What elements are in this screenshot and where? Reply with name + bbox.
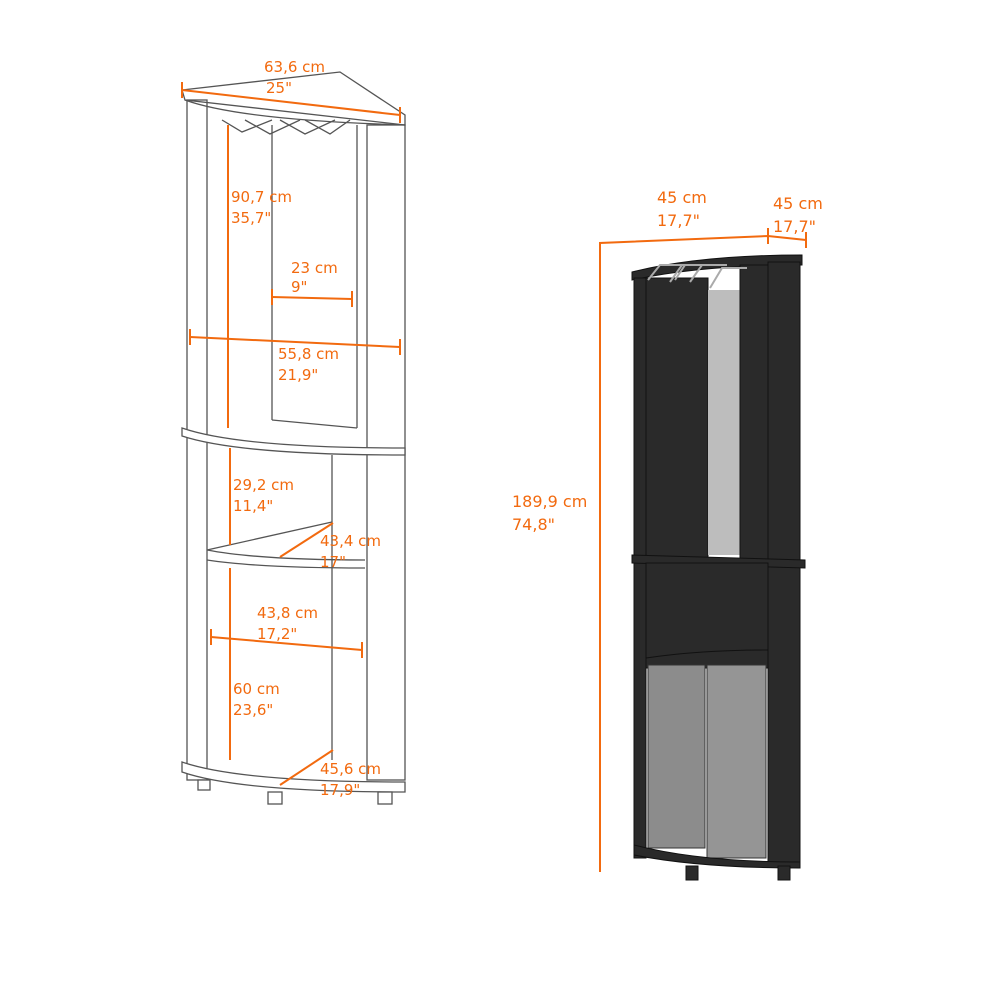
lower-width-in: 17,2" bbox=[257, 625, 297, 643]
inner-width-cm: 55,8 cm bbox=[278, 345, 339, 363]
line-drawing bbox=[181, 71, 406, 805]
base-depth-cm: 45,6 cm bbox=[320, 760, 381, 778]
glass-rack-icon bbox=[221, 119, 351, 135]
right-door bbox=[706, 664, 767, 859]
glass-rack-icon bbox=[647, 264, 747, 289]
left-dimension-labels: 63,6 cm 25" 90,7 cm 35,7" 23 cm 9" 55,8 … bbox=[231, 58, 381, 799]
top-width-cm: 63,6 cm bbox=[264, 58, 325, 76]
side-a-in: 17,7" bbox=[657, 211, 700, 230]
open-shelf-height-in: 11,4" bbox=[233, 497, 273, 515]
upper-height-cm: 90,7 cm bbox=[231, 188, 292, 206]
base-depth-in: 17,9" bbox=[320, 781, 360, 799]
lower-height-cm: 60 cm bbox=[233, 680, 280, 698]
product-render bbox=[599, 228, 807, 881]
open-shelf-height-cm: 29,2 cm bbox=[233, 476, 294, 494]
inner-width-in: 21,9" bbox=[278, 366, 318, 384]
lower-height-in: 23,6" bbox=[233, 701, 273, 719]
side-b-in: 17,7" bbox=[773, 217, 816, 236]
total-height-cm: 189,9 cm bbox=[512, 492, 587, 511]
middle-shelf bbox=[181, 427, 406, 456]
side-a-cm: 45 cm bbox=[657, 188, 707, 207]
total-height-in: 74,8" bbox=[512, 515, 555, 534]
mirror bbox=[708, 290, 740, 555]
top-width-in: 25" bbox=[266, 79, 292, 97]
mirror-width-cm: 23 cm bbox=[291, 259, 338, 277]
shelf-depth-in: 17" bbox=[320, 553, 346, 571]
right-dimension-labels: 45 cm 17,7" 45 cm 17,7" 189,9 cm 74,8" bbox=[512, 188, 823, 534]
upper-height-in: 35,7" bbox=[231, 209, 271, 227]
lower-width-cm: 43,8 cm bbox=[257, 604, 318, 622]
shelf-depth-cm: 43,4 cm bbox=[320, 532, 381, 550]
left-door bbox=[647, 664, 706, 849]
side-b-cm: 45 cm bbox=[773, 194, 823, 213]
mirror-width-in: 9" bbox=[291, 278, 307, 296]
base bbox=[181, 761, 406, 793]
